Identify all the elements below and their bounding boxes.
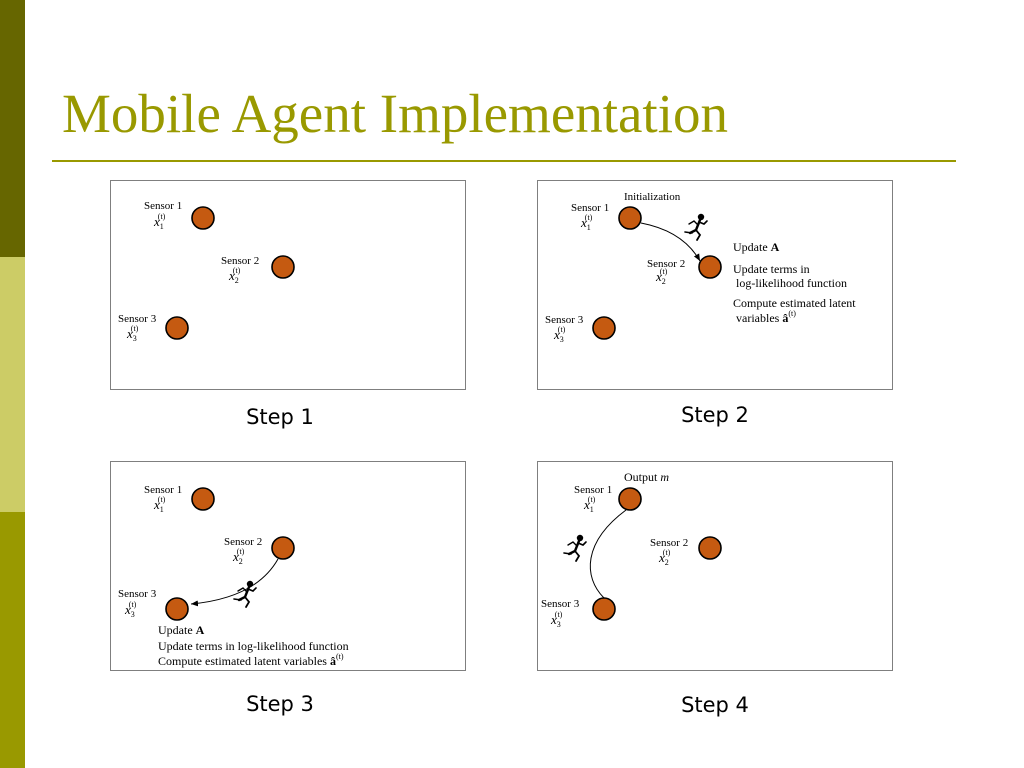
update-a-label: Update A — [733, 240, 780, 254]
step-2-caption: Step 2 — [681, 403, 749, 427]
sensor-2-node — [271, 255, 295, 279]
agent-path-arrow — [640, 222, 701, 262]
step-3-panel: Sensor 1 x1(t) Sensor 2 x2(t) Sensor 3 x… — [110, 461, 466, 671]
sensor-1-variable: x1(t) — [153, 495, 166, 514]
running-agent-icon — [684, 213, 708, 241]
sensor-1-node — [618, 487, 642, 511]
initialization-label: Initialization — [624, 191, 681, 203]
step-4-panel: Output m Sensor 1 x1(t) Sensor 2 x2(t) S… — [537, 461, 893, 671]
sensor-2-label: Sensor 2 — [650, 537, 688, 549]
sensor-2-node — [698, 255, 722, 279]
sensor-2-label: Sensor 2 — [647, 258, 685, 270]
sensor-3-variable: x3(t) — [124, 600, 137, 619]
sensor-1-node — [618, 206, 642, 230]
agent-path-curve — [589, 509, 627, 599]
compute-latent-line: Compute estimated latent variables â(t) — [158, 652, 344, 668]
sensor-2-label: Sensor 2 — [221, 255, 259, 267]
agent-path-arrow — [190, 558, 279, 607]
step-3-caption: Step 3 — [246, 692, 314, 716]
sensor-3-label: Sensor 3 — [118, 313, 157, 325]
sensor-2-variable: x2(t) — [658, 548, 671, 567]
step-1-caption: Step 1 — [246, 405, 314, 429]
sensor-3-variable: x3(t) — [550, 610, 563, 629]
sensor-1-variable: x1(t) — [153, 212, 166, 231]
sensor-1-label: Sensor 1 — [144, 484, 182, 496]
update-terms-line: Update terms in log-likelihood function — [158, 639, 349, 653]
sensor-3-variable: x3(t) — [553, 325, 566, 344]
sensor-3-label: Sensor 3 — [541, 598, 580, 610]
sensor-1-label: Sensor 1 — [571, 202, 609, 214]
sensor-3-node — [592, 316, 616, 340]
sidebar-band-top — [0, 0, 25, 257]
step-4-caption: Step 4 — [681, 693, 749, 717]
slide-title: Mobile Agent Implementation — [62, 83, 728, 144]
compute-latent-line-1: Compute estimated latent — [733, 296, 856, 310]
sensor-3-node — [592, 597, 616, 621]
sidebar-band-middle — [0, 257, 25, 512]
sensor-3-label: Sensor 3 — [118, 588, 157, 600]
output-m-label: Output m — [624, 470, 669, 484]
compute-latent-line-2: variables â(t) — [736, 309, 796, 325]
sensor-2-node — [698, 536, 722, 560]
update-a-label: Update A — [158, 623, 205, 637]
sensor-1-node — [191, 206, 215, 230]
update-terms-line-2: log-likelihood function — [736, 276, 847, 290]
running-agent-icon — [233, 580, 257, 608]
sidebar-band-bottom — [0, 512, 25, 768]
sensor-1-label: Sensor 1 — [574, 484, 612, 496]
step-1-panel: Sensor 1 x1(t) Sensor 2 x2(t) Sensor 3 x… — [110, 180, 466, 390]
update-terms-line-1: Update terms in — [733, 262, 810, 276]
sensor-3-label: Sensor 3 — [545, 314, 584, 326]
sensor-3-node — [165, 597, 189, 621]
sensor-2-label: Sensor 2 — [224, 536, 262, 548]
sensor-1-label: Sensor 1 — [144, 200, 182, 212]
sensor-2-variable: x2(t) — [655, 267, 668, 286]
step-2-panel: Initialization Sensor 1 x1(t) Sensor 2 x… — [537, 180, 893, 390]
sensor-1-variable: x1(t) — [583, 495, 596, 514]
title-rule — [52, 160, 956, 162]
sensor-3-variable: x3(t) — [126, 324, 139, 343]
sensor-3-node — [165, 316, 189, 340]
sensor-2-variable: x2(t) — [232, 547, 245, 566]
sensor-1-variable: x1(t) — [580, 213, 593, 232]
sensor-2-node — [271, 536, 295, 560]
sensor-1-node — [191, 487, 215, 511]
sensor-2-variable: x2(t) — [228, 266, 241, 285]
running-agent-icon — [563, 534, 587, 562]
